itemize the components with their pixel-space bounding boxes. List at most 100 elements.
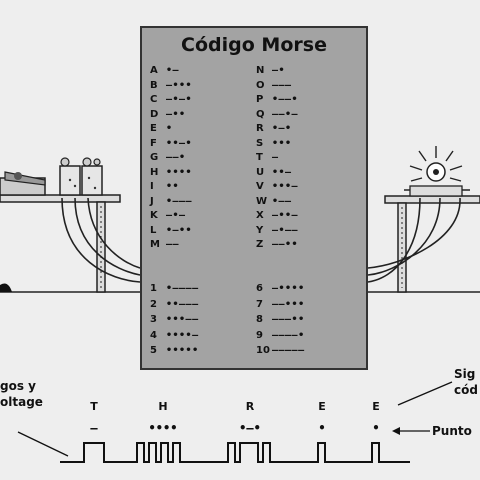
morse-row: A•— <box>150 64 179 77</box>
morse-symbol: V <box>256 181 264 192</box>
morse-symbol: R <box>256 123 264 134</box>
waveform-code: — <box>90 421 98 435</box>
morse-row: K—•— <box>150 209 186 222</box>
morse-code: —••• <box>166 79 193 91</box>
morse-code: •••• <box>166 166 193 178</box>
morse-row: U ••— <box>256 166 292 179</box>
morse-row: E• <box>150 122 173 135</box>
morse-row: Y—•—— <box>256 224 298 237</box>
morse-row: F ••—• <box>150 137 192 150</box>
morse-symbol: P <box>256 94 264 105</box>
morse-code: •—— <box>272 195 292 207</box>
morse-code: —— <box>166 239 180 250</box>
morse-symbol: K <box>150 210 158 221</box>
morse-symbol: 9 <box>256 329 263 341</box>
morse-code: ——— <box>272 79 292 91</box>
morse-symbol: 6 <box>256 283 263 294</box>
morse-symbol: M <box>150 239 160 250</box>
morse-symbol: F <box>150 137 157 149</box>
morse-code: ——•• <box>272 239 299 250</box>
lamp-icon <box>404 146 470 197</box>
morse-code: ————— <box>272 345 305 356</box>
morse-symbol: 5 <box>150 345 157 356</box>
morse-code-board: Código Morse A•—B—•••C—•—•D—••E•F••—•G——… <box>140 26 368 370</box>
morse-code: •———— <box>166 283 199 294</box>
morse-code: ••——— <box>166 298 199 310</box>
morse-symbol: 8 <box>256 314 263 325</box>
morse-code: ••••— <box>166 329 199 341</box>
morse-row: S••• <box>256 137 292 150</box>
left-side-label: gos y oltage <box>0 379 43 409</box>
morse-symbol: D <box>150 108 159 120</box>
morse-code: ••••• <box>166 345 199 356</box>
morse-row: I•• <box>150 180 179 193</box>
morse-symbol: X <box>256 210 264 221</box>
morse-symbol: L <box>150 224 157 236</box>
morse-symbol: N <box>256 65 265 76</box>
morse-row: W•—— <box>256 195 292 208</box>
morse-row: Q——•— <box>256 108 298 121</box>
waveform-code: •—• <box>239 421 261 435</box>
waveform-letter: H <box>158 400 168 413</box>
morse-code: ••— <box>272 166 292 178</box>
morse-row: L •—•• <box>150 224 192 237</box>
morse-symbol: 4 <box>150 329 157 341</box>
morse-code: ••—• <box>166 137 193 149</box>
morse-symbol: Z <box>256 239 264 250</box>
morse-row: 1•———— <box>150 282 199 295</box>
morse-code: ——•— <box>272 108 299 120</box>
morse-code: ——• <box>166 152 186 163</box>
morse-code: —•• <box>166 108 186 120</box>
morse-code: •—•• <box>166 224 193 236</box>
morse-row: H•••• <box>150 166 192 179</box>
morse-row: 3•••—— <box>150 313 199 326</box>
morse-code: —• <box>272 65 286 76</box>
board-title: Código Morse <box>181 34 327 56</box>
morse-symbol: 3 <box>150 314 157 325</box>
morse-row: 4 ••••— <box>150 329 199 342</box>
waveform-letter: R <box>245 400 255 413</box>
morse-symbol: J <box>150 195 154 207</box>
waveform-code: • <box>318 421 326 435</box>
morse-symbol: B <box>150 79 158 91</box>
morse-code: ————• <box>272 329 305 341</box>
morse-code: •— <box>166 65 180 76</box>
morse-row: 10————— <box>256 344 305 357</box>
morse-code: ———•• <box>272 314 305 325</box>
morse-code: •——— <box>166 195 193 207</box>
morse-row: M —— <box>150 238 179 251</box>
right-pointer-line <box>397 381 453 406</box>
morse-row: D —•• <box>150 108 186 121</box>
morse-symbol: 7 <box>256 298 263 310</box>
morse-code: — <box>272 152 279 163</box>
morse-row: O ——— <box>256 79 292 92</box>
voltage-waveform <box>60 442 410 463</box>
morse-symbol: 2 <box>150 298 157 310</box>
morse-row: J •——— <box>150 195 192 208</box>
morse-code: •••— <box>272 181 299 192</box>
morse-row: 5 ••••• <box>150 344 199 357</box>
waveform-letter: T <box>90 400 98 413</box>
morse-symbol: U <box>256 166 265 178</box>
morse-symbol: E <box>150 123 157 134</box>
morse-row: P •——• <box>256 93 298 106</box>
morse-code: ——••• <box>272 298 305 310</box>
morse-row: 8 ———•• <box>256 313 305 326</box>
waveform-code: •••• <box>148 421 178 435</box>
battery-icon <box>59 157 103 196</box>
morse-symbol: 10 <box>256 345 270 356</box>
morse-code: •——• <box>272 94 299 105</box>
right-bottom-label: Punto <box>432 424 472 438</box>
waveform-letter: E <box>372 400 380 413</box>
morse-row: 7 ——••• <box>256 298 305 311</box>
morse-symbol: O <box>256 79 265 91</box>
morse-symbol: G <box>150 152 159 163</box>
morse-code: ••• <box>272 137 292 149</box>
left-pointer-line <box>17 431 69 457</box>
morse-code: —•—— <box>272 224 299 236</box>
punto-arrowhead <box>392 427 400 435</box>
morse-row: R•—• <box>256 122 292 135</box>
right-wires <box>367 197 461 283</box>
morse-symbol: T <box>256 152 263 163</box>
